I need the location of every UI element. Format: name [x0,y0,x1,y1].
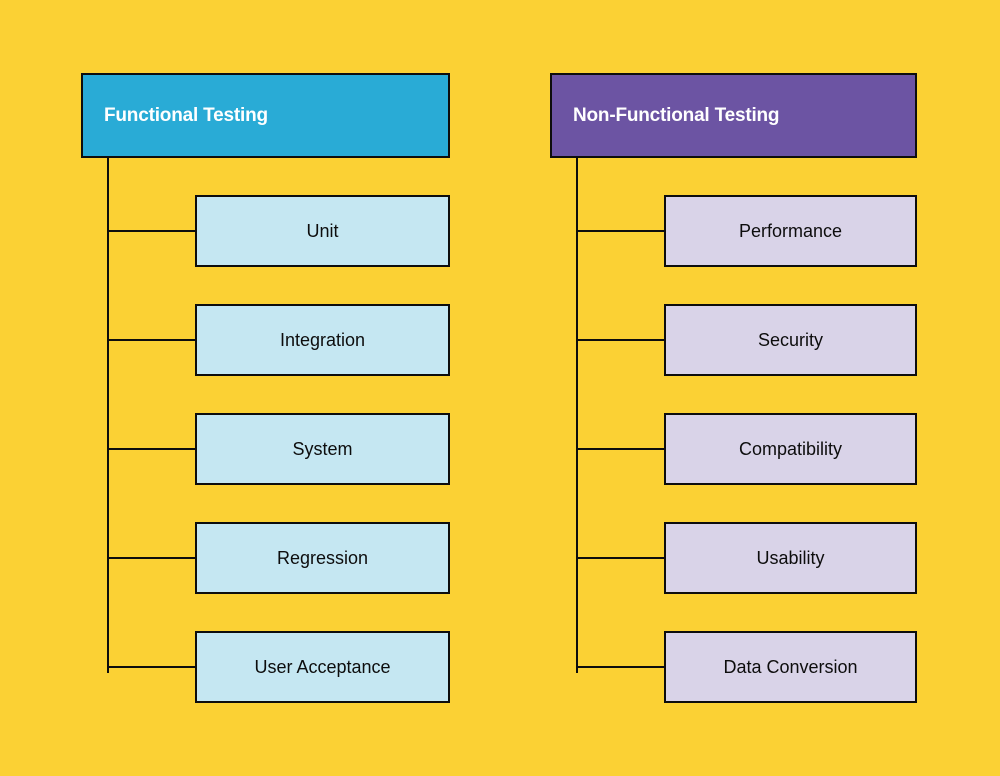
non-functional-testing-header[interactable]: Non-Functional Testing [550,73,917,158]
node-compatibility-label: Compatibility [738,439,843,459]
node-user-acceptance-label: User Acceptance [254,657,391,677]
node-performance[interactable]: Performance [664,195,917,267]
non-functional-testing-spine [576,158,578,673]
connector-system [107,448,197,450]
node-integration[interactable]: Integration [195,304,450,376]
connector-unit [107,230,197,232]
node-system[interactable]: System [195,413,450,485]
node-usability-label: Usability [756,548,825,568]
node-compatibility[interactable]: Compatibility [664,413,917,485]
node-usability[interactable]: Usability [664,522,917,594]
functional-testing-column: Functional Testing Unit Integration Syst… [81,73,450,703]
non-functional-testing-column: Non-Functional Testing Performance Secur… [500,0,1000,776]
connector-performance [576,230,666,232]
node-user-acceptance[interactable]: User Acceptance [195,631,450,703]
connector-user-acceptance [107,666,197,668]
functional-testing-header[interactable]: Functional Testing [81,73,450,158]
node-regression-label: Regression [276,548,369,568]
node-data-conversion[interactable]: Data Conversion [664,631,917,703]
node-security[interactable]: Security [664,304,917,376]
functional-testing-spine [107,158,109,673]
connector-security [576,339,666,341]
connector-compatibility [576,448,666,450]
connector-usability [576,557,666,559]
node-regression[interactable]: Regression [195,522,450,594]
node-performance-label: Performance [738,221,843,241]
node-security-label: Security [757,330,824,350]
node-unit[interactable]: Unit [195,195,450,267]
node-data-conversion-label: Data Conversion [723,657,858,677]
node-integration-label: Integration [279,330,366,350]
node-system-label: System [292,439,353,459]
non-functional-testing-header-label: Non-Functional Testing [573,105,780,126]
connector-regression [107,557,197,559]
connector-data-conversion [576,666,666,668]
node-unit-label: Unit [306,221,339,241]
functional-testing-header-label: Functional Testing [104,105,268,126]
connector-integration [107,339,197,341]
